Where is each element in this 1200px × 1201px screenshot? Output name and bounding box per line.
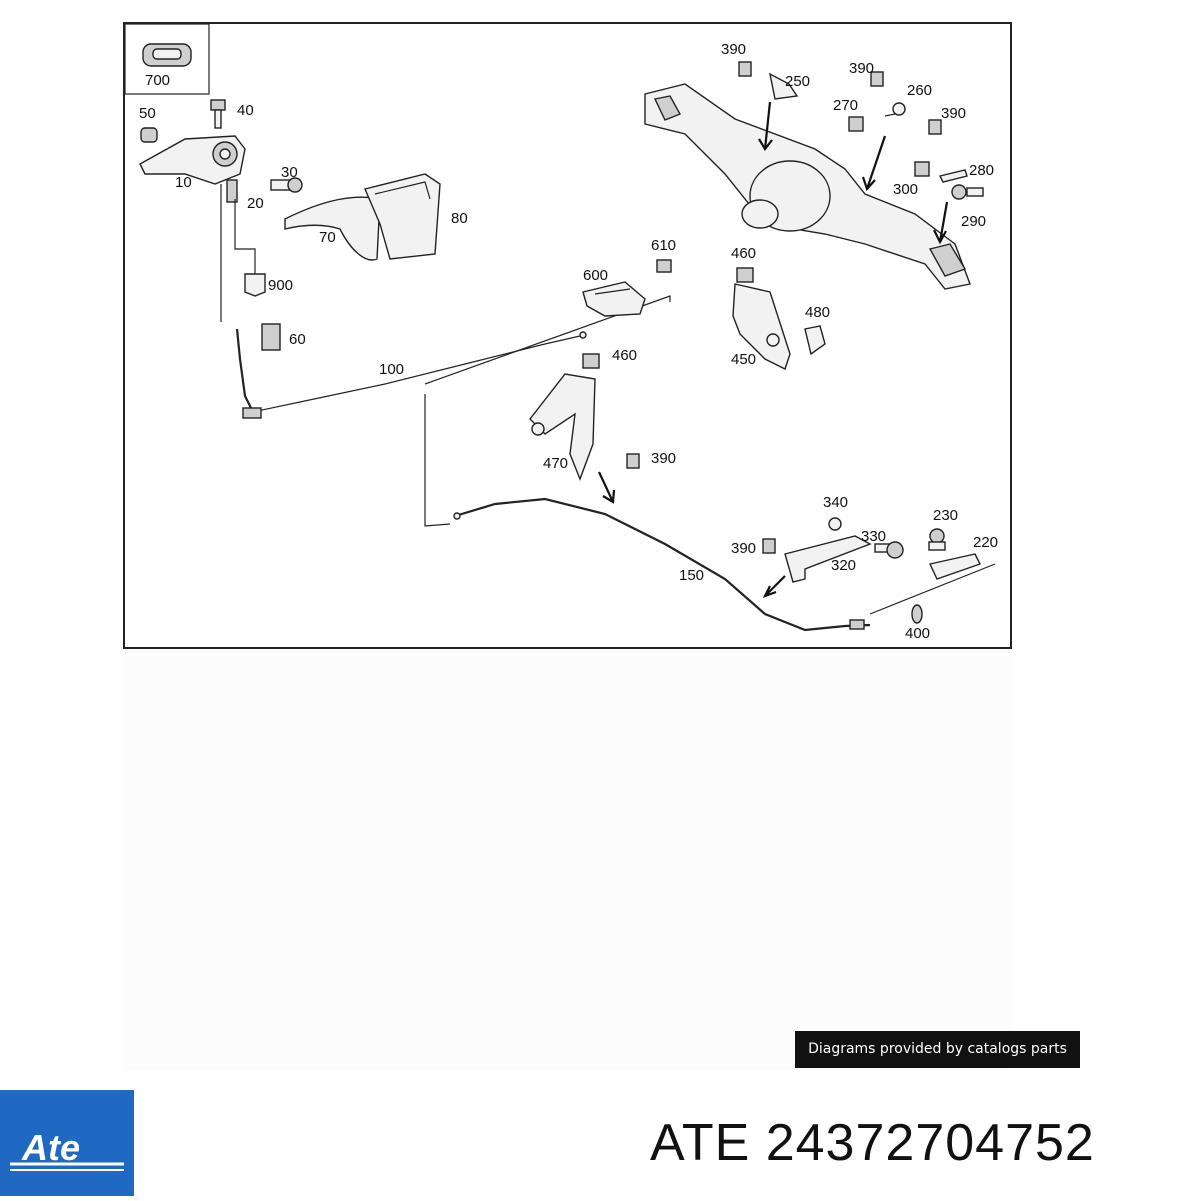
sensor-part-260: [884, 102, 906, 117]
callout-label: 390: [731, 540, 756, 557]
callout-label: 250: [785, 73, 810, 90]
cable-guide-part-280: [938, 169, 968, 183]
callout-label: 150: [679, 567, 704, 584]
ate-logo-mark: Ate: [10, 1127, 124, 1171]
callout-label: 610: [651, 237, 676, 254]
washer-part-270: [848, 116, 864, 132]
cover-part-70: [284, 196, 381, 261]
callout-label: 400: [905, 625, 930, 642]
callout-label: 100: [379, 361, 404, 378]
callout-label: 600: [583, 267, 608, 284]
nut-part-300: [914, 161, 930, 177]
callout-label: 270: [833, 97, 858, 114]
callout-label: 900: [268, 277, 293, 294]
equalizer-part-600: [582, 281, 646, 317]
callout-label: 50: [139, 105, 156, 122]
rear-axle: [644, 83, 971, 290]
arrow-to-axle-2: [865, 135, 887, 190]
clip-part-480: [804, 325, 826, 356]
callout-label: 320: [831, 557, 856, 574]
callout-label: 290: [961, 213, 986, 230]
inset-box: [125, 24, 210, 95]
bolt-part-290: [951, 184, 984, 200]
callout-label: 10: [175, 174, 192, 191]
bracket-part-450: [732, 283, 791, 370]
front-cable-part-100: [235, 328, 587, 419]
callout-label: 700: [145, 72, 170, 89]
callout-label: 60: [289, 331, 306, 348]
callout-label: 390: [721, 41, 746, 58]
nut-part-460-lower: [582, 353, 600, 369]
bolt-part-230: [928, 528, 946, 551]
callout-label: 220: [973, 534, 998, 551]
brake-line-part-250: [769, 72, 799, 100]
callout-label: 470: [543, 455, 568, 472]
callout-label: 300: [893, 181, 918, 198]
callout-label: 390: [651, 450, 676, 467]
arrow-to-cable-1: [598, 471, 614, 503]
clip-part-390-e: [762, 538, 776, 554]
arrow-to-cable-2: [764, 575, 786, 597]
callout-label: 260: [907, 82, 932, 99]
callout-label: 70: [319, 229, 336, 246]
bracket-part-470: [529, 373, 596, 481]
callout-label: 30: [281, 164, 298, 181]
callout-label: 480: [805, 304, 830, 321]
nut-part-460-upper: [736, 267, 754, 283]
guide-part-220: [928, 553, 981, 580]
callout-label: 330: [861, 528, 886, 545]
clip-part-390-d: [626, 453, 640, 469]
callout-label: 80: [451, 210, 468, 227]
callout-label: 40: [237, 102, 254, 119]
bolt-part-30: [270, 177, 303, 193]
washer-part-340: [828, 517, 842, 531]
callout-label: 230: [933, 507, 958, 524]
button-part-50: [140, 127, 158, 143]
callout-label: 390: [849, 60, 874, 77]
callout-label: 20: [247, 195, 264, 212]
arrow-to-axle-1: [763, 101, 772, 150]
cover-part-80: [364, 173, 441, 260]
bracket-part-320: [784, 535, 872, 583]
callout-label: 340: [823, 494, 848, 511]
bracket-part-20: [226, 179, 238, 203]
bolt-part-330: [874, 541, 904, 559]
bolt-part-40: [210, 99, 226, 129]
arrow-to-axle-3: [938, 201, 949, 243]
grommet-part-700: [142, 43, 192, 67]
clip-part-60: [261, 323, 281, 351]
clip-part-390-c: [928, 119, 942, 135]
damper-part-400: [911, 604, 923, 624]
parts-diagram: 700 50 40 10 30 20 70 80 900 60 100 610 …: [123, 22, 1012, 649]
credit-badge: Diagrams provided by catalogs parts: [795, 1031, 1080, 1068]
blank-area: [123, 650, 1012, 1070]
callout-label: 460: [612, 347, 637, 364]
ate-logo: Ate: [0, 1090, 134, 1196]
clip-part-390-a: [738, 61, 752, 77]
page-title: ATE 24372704752: [650, 1114, 1095, 1172]
clip-part-390-b: [870, 71, 884, 87]
callout-label: 450: [731, 351, 756, 368]
parts-diagram-drawing: 700 50 40 10 30 20 70 80 900 60 100 610 …: [125, 24, 998, 642]
handbrake-lever: [139, 135, 246, 185]
callout-label: 460: [731, 245, 756, 262]
callout-label: 390: [941, 105, 966, 122]
nut-part-610: [656, 259, 672, 273]
clip-part-900: [244, 273, 266, 297]
callout-label: 280: [969, 162, 994, 179]
rear-cable-part-150: [453, 497, 871, 632]
ate-logo-text: Ate: [21, 1127, 80, 1168]
